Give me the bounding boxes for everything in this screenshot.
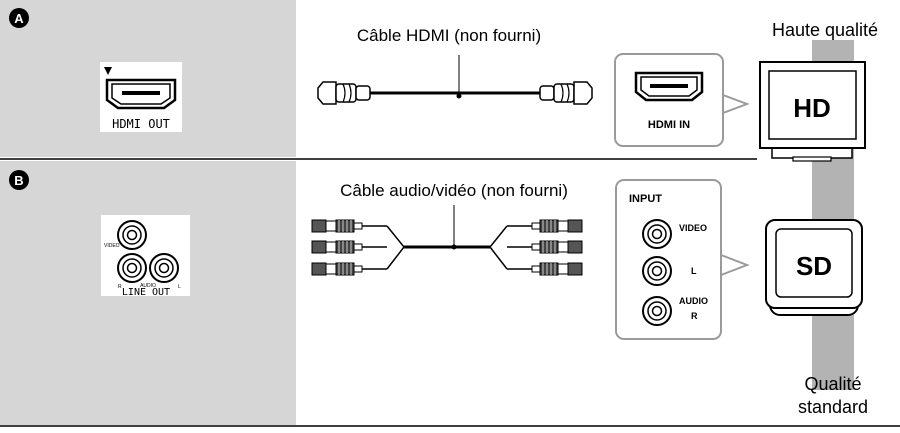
svg-text:B: B [14,173,23,188]
callout-sd [720,254,750,276]
tv-input-panel: INPUT VIDEO L AUDIO R [615,179,722,340]
tv-hd-screen-label: HD [793,93,831,123]
player-line-out-port: VIDEO R AUDIO L LINE OUT [101,215,190,298]
svg-text:R: R [118,284,122,290]
tv-sd-screen-label: SD [796,251,832,281]
hdmi-cable [317,55,593,105]
tv-sd: SD [765,219,863,316]
svg-text:VIDEO: VIDEO [679,223,707,233]
player-hdmi-out-port: HDMI OUT [100,62,182,132]
hd-quality-caption: Haute qualité [772,20,878,40]
tv-hdmi-in-port: HDMI IN [614,53,724,147]
svg-text:INPUT: INPUT [629,193,662,205]
svg-text:VIDEO: VIDEO [104,243,120,249]
svg-text:R: R [691,311,698,321]
badge-a: A [9,8,29,28]
svg-text:A: A [14,11,24,26]
sd-quality-caption-line2: standard [798,397,868,417]
svg-text:HDMI OUT: HDMI OUT [112,117,170,131]
svg-text:L: L [691,266,697,276]
av-cable [311,205,583,276]
tv-hd: HD [759,61,866,162]
sd-quality-caption-line1: Qualité [804,374,861,394]
svg-text:HDMI IN: HDMI IN [648,119,690,131]
port-arrow-icon [104,67,112,75]
svg-text:LINE OUT: LINE OUT [122,287,170,298]
hdmi-cable-label: Câble HDMI (non fourni) [357,26,541,45]
svg-text:AUDIO: AUDIO [140,283,156,289]
callout-hd [722,94,750,114]
svg-text:L: L [178,284,181,290]
av-cable-label: Câble audio/vidéo (non fourni) [340,181,568,200]
svg-text:AUDIO: AUDIO [679,296,708,306]
badge-b: B [9,170,29,190]
